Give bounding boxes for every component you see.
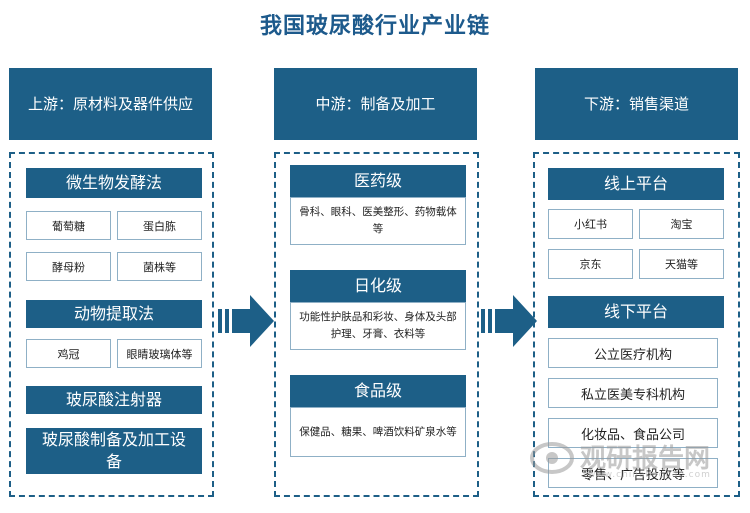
food-grade-desc: 保健品、糖果、啤酒饮料矿泉水等 (290, 407, 466, 457)
arrow-right-icon (481, 295, 537, 347)
item-xiaohongshu: 小红书 (548, 209, 633, 239)
midstream-panel (274, 152, 479, 497)
item-public-medical: 公立医疗机构 (548, 338, 718, 368)
item-private-aesthetic: 私立医美专科机构 (548, 378, 718, 408)
upstream-header: 上游：原材料及器件供应 (9, 68, 212, 140)
item-tmall: 天猫等 (639, 249, 724, 279)
upstream-panel (9, 152, 214, 497)
watermark-logo-icon (530, 442, 574, 474)
watermark-text: 观研报告网 (580, 443, 711, 474)
item-glucose: 葡萄糖 (26, 211, 111, 240)
daily-chem-grade-head: 日化级 (290, 270, 466, 302)
item-jd: 京东 (548, 249, 633, 279)
online-platform-head: 线上平台 (548, 168, 724, 200)
item-taobao: 淘宝 (639, 209, 724, 239)
daily-chem-grade-desc: 功能性护肤品和彩妆、身体及头部护理、牙膏、衣料等 (290, 302, 466, 350)
injector-head: 玻尿酸注射器 (26, 386, 202, 414)
item-strain: 菌株等 (117, 252, 202, 281)
watermark: 观研报告网 www.chinabaogao.com (530, 436, 748, 480)
animal-extraction-head: 动物提取法 (26, 300, 202, 328)
item-vitreous-body: 眼睛玻璃体等 (117, 339, 202, 368)
pharma-grade-head: 医药级 (290, 165, 466, 197)
item-cockscomb: 鸡冠 (26, 339, 111, 368)
pharma-grade-desc: 骨科、眼科、医美整形、药物载体等 (290, 197, 466, 245)
offline-platform-head: 线下平台 (548, 296, 724, 328)
item-cosmetics-food-company: 化妆品、食品公司 (548, 418, 718, 448)
arrow-right-icon (218, 295, 274, 347)
downstream-header: 下游：销售渠道 (535, 68, 738, 140)
item-peptone: 蛋白胨 (117, 211, 202, 240)
item-retail-advertising: 零售、广告投放等 (548, 458, 718, 488)
downstream-panel (533, 152, 740, 497)
food-grade-head: 食品级 (290, 375, 466, 407)
page-title: 我国玻尿酸行业产业链 (259, 13, 490, 39)
equipment-head: 玻尿酸制备及加工设备 (26, 428, 202, 474)
midstream-header: 中游：制备及加工 (274, 68, 477, 140)
microbe-fermentation-head: 微生物发酵法 (26, 168, 202, 198)
watermark-url: www.chinabaogao.com (588, 470, 711, 480)
item-yeast-powder: 酵母粉 (26, 252, 111, 281)
